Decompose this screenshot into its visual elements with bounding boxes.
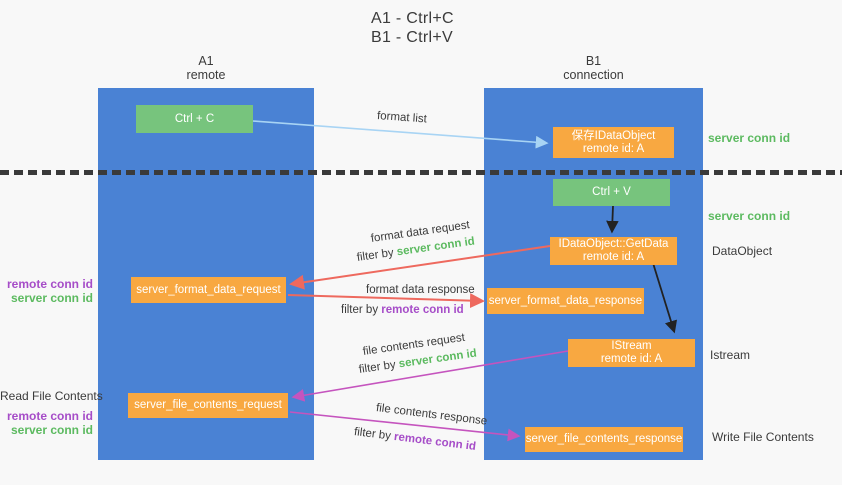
ctrl-c-label: Ctrl + C — [174, 112, 215, 125]
server-conn-id-label-2: server conn id — [10, 422, 93, 437]
file-contents-request-arrow — [291, 350, 569, 402]
filter-remote-conn-id-value: remote conn id — [381, 304, 464, 316]
ctrl-v-label: Ctrl + V — [592, 186, 631, 198]
format-data-response-label: format data response — [366, 284, 475, 296]
server-conn-id-label-1: server conn id — [10, 290, 93, 305]
server-format-data-response-label: server_format_data_response — [488, 294, 643, 307]
server-file-contents-response-label: server_file_contents_response — [525, 433, 683, 445]
istream-side-label: Istream — [710, 348, 751, 362]
server-conn-id-label-mid: server conn id — [708, 209, 791, 223]
diagram-title: A1 - Ctrl+C B1 - Ctrl+V — [371, 9, 454, 47]
format-conn-id-group: remote conn id server conn id — [0, 277, 93, 305]
istream-line2: remote id: A — [600, 353, 663, 365]
ctrl-v-box: Ctrl + V — [553, 179, 670, 206]
remote-conn-id-label-1: remote conn id — [6, 277, 93, 291]
column-a1-subtitle: remote — [186, 68, 226, 82]
format-data-response-arrow — [287, 293, 485, 309]
read-file-contents-label: Read File Contents — [0, 389, 103, 403]
istream-line1: IStream — [611, 340, 652, 352]
save-idataobject-box: 保存IDataObject remote id: A — [553, 127, 674, 158]
file-conn-id-group: remote conn id server conn id — [0, 409, 93, 437]
title-line-1: A1 - Ctrl+C — [371, 10, 454, 27]
server-format-data-request-label: server_format_data_request — [136, 283, 281, 296]
format-data-request-arrow — [289, 245, 551, 290]
getdata-line1: IDataObject::GetData — [558, 238, 669, 250]
ctrl-v-to-getdata-arrow — [606, 205, 619, 234]
column-a1-header: A1 remote — [98, 54, 314, 82]
dataobject-label: DataObject — [712, 244, 773, 258]
format-list-arrow — [252, 120, 549, 149]
column-a1-name: A1 — [198, 54, 214, 68]
filter-by-prefix: filter by — [341, 304, 379, 316]
write-file-contents-label: Write File Contents — [712, 430, 814, 444]
filter-by-remote-conn-id-label-1: filter by remote conn id — [341, 304, 464, 317]
getdata-to-istream-arrow — [652, 262, 678, 334]
server-file-contents-request-box: server_file_contents_request — [128, 393, 288, 418]
server-conn-id-label-top: server conn id — [708, 131, 791, 145]
ctrl-c-box: Ctrl + C — [136, 105, 253, 133]
server-file-contents-request-label: server_file_contents_request — [134, 399, 282, 411]
save-idataobject-line2: remote id: A — [582, 142, 645, 155]
save-idataobject-line1: 保存IDataObject — [571, 129, 656, 142]
getdata-line2: remote id: A — [582, 251, 645, 263]
server-format-data-request-box: server_format_data_request — [131, 277, 286, 303]
istream-box: IStream remote id: A — [568, 339, 695, 367]
server-file-contents-response-box: server_file_contents_response — [525, 427, 683, 452]
column-b1-name: B1 — [585, 54, 602, 68]
column-b1-subtitle: connection — [563, 68, 624, 82]
server-format-data-response-box: server_format_data_response — [487, 288, 644, 314]
file-contents-response-arrow — [289, 411, 521, 442]
remote-conn-id-label-2: remote conn id — [6, 409, 93, 423]
idataobject-getdata-box: IDataObject::GetData remote id: A — [550, 237, 677, 265]
read-file-contents-label-wrap: Read File Contents — [0, 389, 103, 404]
title-line-2: B1 - Ctrl+V — [371, 29, 453, 46]
column-b1-header: B1 connection — [484, 54, 703, 82]
session-divider-dotted-line — [0, 170, 842, 175]
